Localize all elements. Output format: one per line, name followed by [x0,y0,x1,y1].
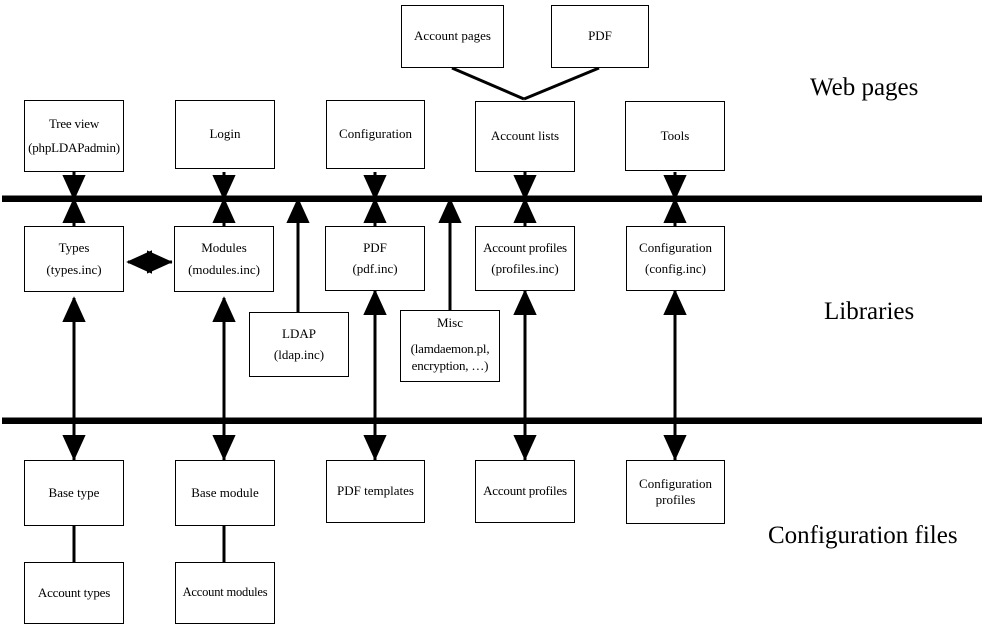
node-misc-title: Misc [437,315,463,330]
node-ldap-title: LDAP [282,325,316,341]
node-pdf-lib-title: PDF [363,239,387,255]
node-pdf-templates-label: PDF templates [337,483,414,499]
node-pdf-templates[interactable]: PDF templates [326,460,425,523]
libraries-layer-bus [2,417,982,424]
node-modules-title: Modules [201,239,247,255]
web-layer-bus [2,195,982,202]
node-configuration-web[interactable]: Configuration [326,100,425,169]
node-tools[interactable]: Tools [625,101,725,171]
node-configuration-profiles-line1: Configuration [639,475,712,491]
node-ldap[interactable]: LDAP (ldap.inc) [249,312,349,377]
node-account-lists-label: Account lists [490,128,560,144]
node-configuration-profiles-line2: profiles [655,492,696,507]
node-types[interactable]: Types (types.inc) [24,226,124,292]
connector-pdf-to-account-lists [523,66,600,101]
node-tree-view-title: Tree view [48,115,100,131]
node-account-profiles-file[interactable]: Account profiles [475,460,575,523]
node-configuration-lib-title: Configuration [639,239,712,255]
section-label-libraries: Libraries [824,298,915,325]
node-configuration-lib[interactable]: Configuration (config.inc) [626,226,725,291]
node-pdf-lib[interactable]: PDF (pdf.inc) [325,226,425,291]
node-base-type[interactable]: Base type [24,460,124,526]
section-label-configuration-files: Configuration files [768,522,958,549]
node-pdf-lib-file: (pdf.inc) [352,261,398,277]
library-to-config-connectors [62,289,687,461]
node-ldap-file: (ldap.inc) [273,347,325,363]
node-tools-label: Tools [660,127,690,143]
web-to-bus-connectors [62,172,687,201]
node-base-module-label: Base module [191,484,259,500]
section-label-web-pages: Web pages [810,74,919,101]
node-account-modules[interactable]: Account modules [175,562,275,624]
node-account-modules-label: Account modules [182,585,268,600]
node-base-type-label: Base type [48,484,100,500]
node-account-profiles-lib[interactable]: Account profiles (profiles.inc) [475,226,575,291]
node-account-lists[interactable]: Account lists [475,101,575,172]
node-pdf-top-label: PDF [588,28,612,44]
node-configuration-web-label: Configuration [339,126,412,142]
node-account-profiles-file-label: Account profiles [483,483,567,499]
node-pdf-top[interactable]: PDF [551,5,649,68]
node-modules[interactable]: Modules (modules.inc) [174,226,274,292]
node-login[interactable]: Login [175,100,275,169]
node-tree-view-subtitle: (phpLDAPadmin) [28,139,120,155]
node-account-types-label: Account types [37,584,111,600]
node-account-profiles-lib-title: Account profiles [483,239,567,255]
node-login-label: Login [209,126,241,142]
node-configuration-lib-file: (config.inc) [644,261,706,277]
node-account-types[interactable]: Account types [24,562,124,624]
node-tree-view[interactable]: Tree view (phpLDAPadmin) [24,100,124,172]
node-account-pages[interactable]: Account pages [401,5,504,68]
connector-account-pages-to-account-lists [451,66,525,101]
node-types-file: (types.inc) [46,261,102,277]
feed-connectors [451,66,600,101]
node-misc-detail: (lamdaemon.pl, encryption, …) [411,340,490,375]
node-account-profiles-lib-file: (profiles.inc) [491,261,559,277]
node-modules-file: (modules.inc) [188,261,260,277]
config-sub-connectors [72,526,226,562]
node-base-module[interactable]: Base module [175,460,275,526]
library-to-bus-connectors [62,197,687,312]
node-misc-detail-line2: encryption, …) [411,358,489,374]
node-configuration-profiles[interactable]: Configuration profiles [626,460,725,524]
node-misc-detail-line1: (lamdaemon.pl, [410,340,490,356]
node-account-pages-label: Account pages [414,28,491,44]
node-misc[interactable]: Misc (lamdaemon.pl, encryption, …) [400,310,500,382]
node-types-title: Types [58,239,90,255]
